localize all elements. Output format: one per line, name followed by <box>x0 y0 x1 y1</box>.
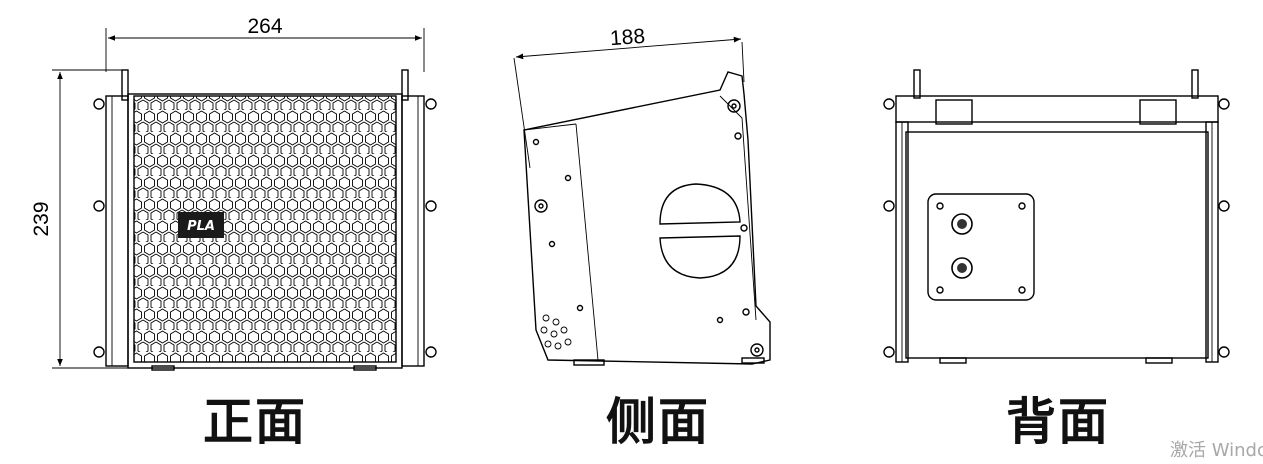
svg-text:PLA: PLA <box>187 219 215 234</box>
side-view-caption: 侧面 <box>606 393 710 451</box>
brand-logo <box>178 212 224 238</box>
back-view-caption: 背面 <box>1006 393 1110 451</box>
side-handle-bottom <box>659 235 741 279</box>
front-width-label: 264 <box>247 15 282 38</box>
front-view-caption: 正面 <box>203 393 307 451</box>
front-height-label: 239 <box>30 201 53 236</box>
side-handle-top <box>659 183 741 225</box>
back-view <box>883 69 1230 364</box>
front-grille <box>133 95 397 363</box>
front-view: 264 239 PLA <box>30 15 437 371</box>
side-depth-dimension-line <box>515 36 742 60</box>
side-depth-label: 188 <box>609 25 646 50</box>
activation-watermark: 激活 Windov <box>1170 440 1263 461</box>
connector-plate <box>927 193 1035 301</box>
speakon-connector-1 <box>951 213 973 235</box>
side-view: 188 <box>513 25 771 366</box>
speakon-connector-2 <box>951 257 973 279</box>
